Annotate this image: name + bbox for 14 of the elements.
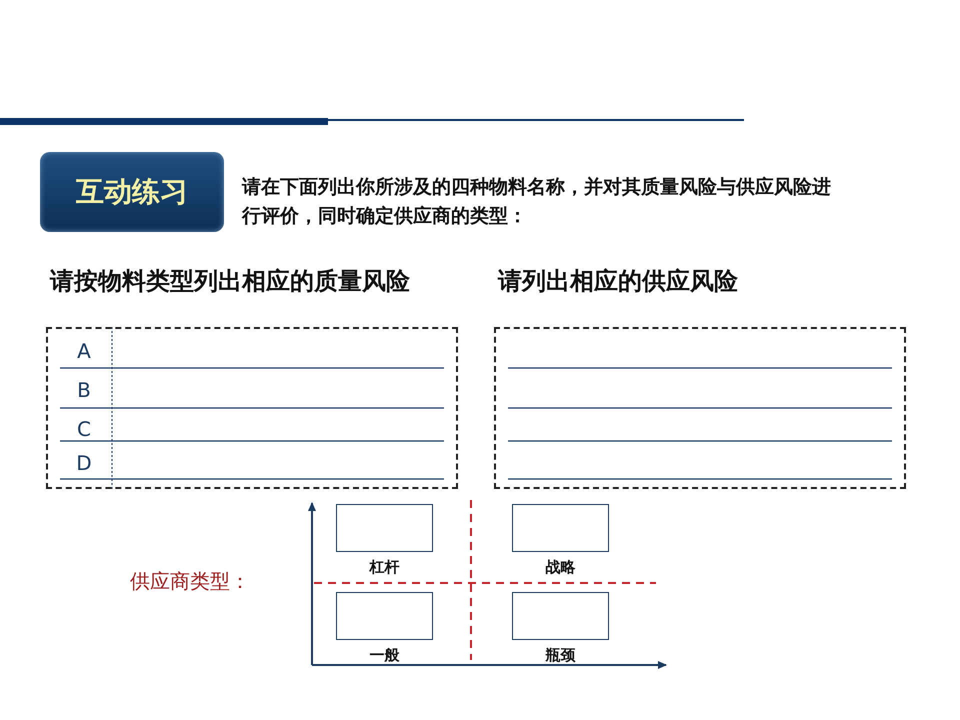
section-heading: 请按物料类型列出相应的质量风险: [50, 266, 410, 297]
instruction-text: 请在下面列出你所涉及的四种物料名称，并对其质量风险与供应风险进行评价，同时确定供应商的类型：: [242, 175, 832, 229]
quadrant-label: 瓶颈: [544, 646, 576, 665]
supplier-type-label: 供应商类型：: [130, 568, 250, 595]
row-letter: D: [75, 451, 93, 475]
row-letter: C: [76, 417, 92, 441]
quadrant-label: 战略: [544, 558, 576, 577]
row-letter: A: [76, 339, 92, 363]
row-letter: B: [76, 378, 92, 402]
quadrant-label: 一般: [368, 646, 400, 665]
quadrant-label: 杠杆: [368, 558, 400, 577]
badge-title: 互动练习: [76, 174, 188, 210]
section-heading: 请列出相应的供应风险: [498, 266, 738, 297]
title-badge: [40, 152, 224, 232]
